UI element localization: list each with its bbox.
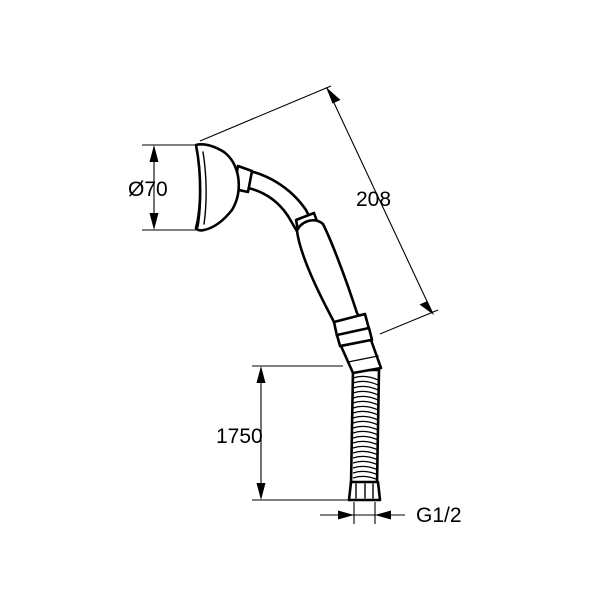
shower-hose <box>349 368 381 487</box>
thread-dimension <box>320 502 405 524</box>
length-dimension <box>199 85 439 335</box>
hose-length-dimension <box>252 365 348 501</box>
diameter-dimension <box>142 144 196 231</box>
hose-windings <box>352 375 379 481</box>
shower-head <box>194 143 241 232</box>
diameter-label: Ø70 <box>128 178 168 201</box>
shower-handle <box>232 164 383 375</box>
hose-nut <box>347 480 382 502</box>
thread-label: G1/2 <box>416 504 462 527</box>
hose-length-label: 1750 <box>216 425 263 448</box>
length-label: 208 <box>356 188 391 211</box>
